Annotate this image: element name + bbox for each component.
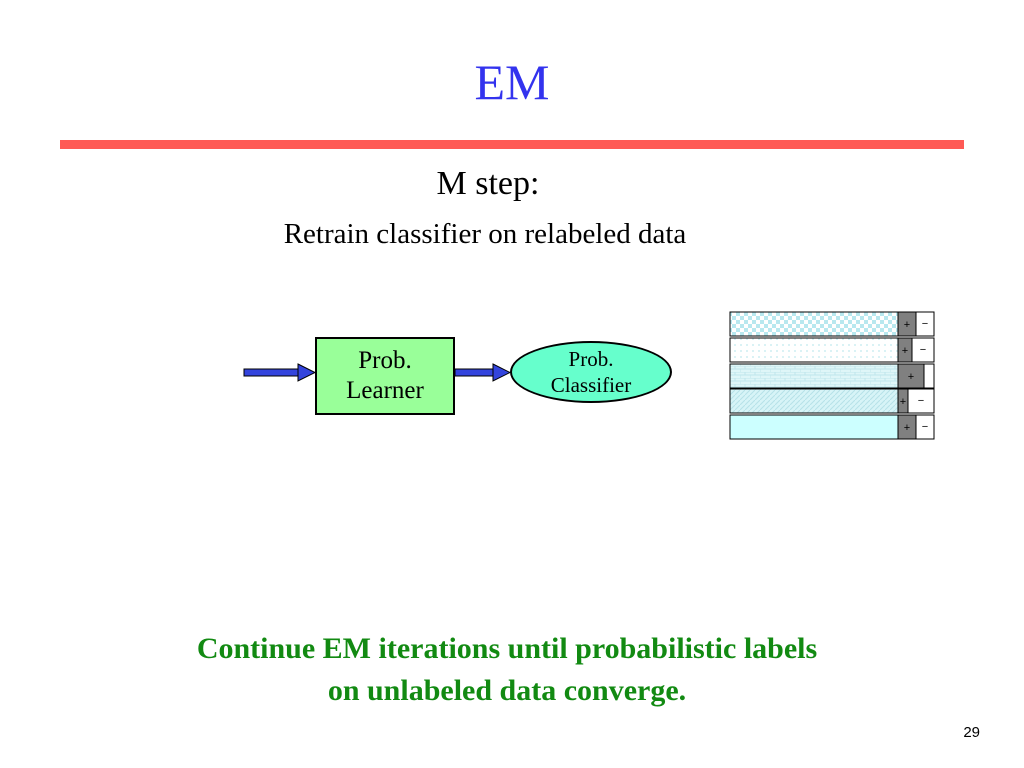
minus-cell xyxy=(923,363,935,389)
plus-cell xyxy=(897,363,925,389)
minus-label: − xyxy=(922,318,928,330)
data-row xyxy=(729,388,899,414)
plus-label: + xyxy=(904,422,910,434)
minus-label: − xyxy=(922,421,928,433)
minus-cell xyxy=(915,414,935,440)
data-table: + − + − + + − + − xyxy=(729,311,935,440)
data-row xyxy=(729,311,899,337)
data-row xyxy=(729,337,899,363)
plus-label: + xyxy=(904,319,910,331)
step-title: M step: xyxy=(436,165,540,202)
prob-learner-box: Prob. Learner xyxy=(315,337,455,415)
closing-line2: on unlabeled data converge. xyxy=(327,674,687,707)
plus-label: + xyxy=(900,396,906,408)
plus-label: + xyxy=(908,371,914,383)
minus-label: − xyxy=(918,395,924,407)
data-row xyxy=(729,414,899,440)
title-divider xyxy=(60,140,964,149)
classifier-label-line2: Classifier xyxy=(550,373,632,397)
minus-cell xyxy=(907,388,935,414)
learner-label-line1: Prob. xyxy=(358,347,412,374)
step-subtitle: Retrain classifier on relabeled data xyxy=(283,218,687,250)
plus-label: + xyxy=(902,345,908,357)
minus-cell xyxy=(915,311,935,337)
data-row xyxy=(729,363,899,389)
minus-cell xyxy=(911,337,935,363)
minus-label: − xyxy=(920,344,926,356)
learner-label-line2: Learner xyxy=(346,377,424,404)
input-arrow xyxy=(243,363,317,382)
closing-statement: Continue EM iterations until probabilist… xyxy=(0,628,1014,712)
prob-classifier-ellipse: Prob. Classifier xyxy=(510,341,672,403)
learner-to-classifier-arrow xyxy=(454,363,512,382)
classifier-label-line1: Prob. xyxy=(568,347,614,371)
slide-title: EM xyxy=(474,54,550,110)
page-number: 29 xyxy=(963,724,980,741)
closing-line1: Continue EM iterations until probabilist… xyxy=(196,632,818,665)
